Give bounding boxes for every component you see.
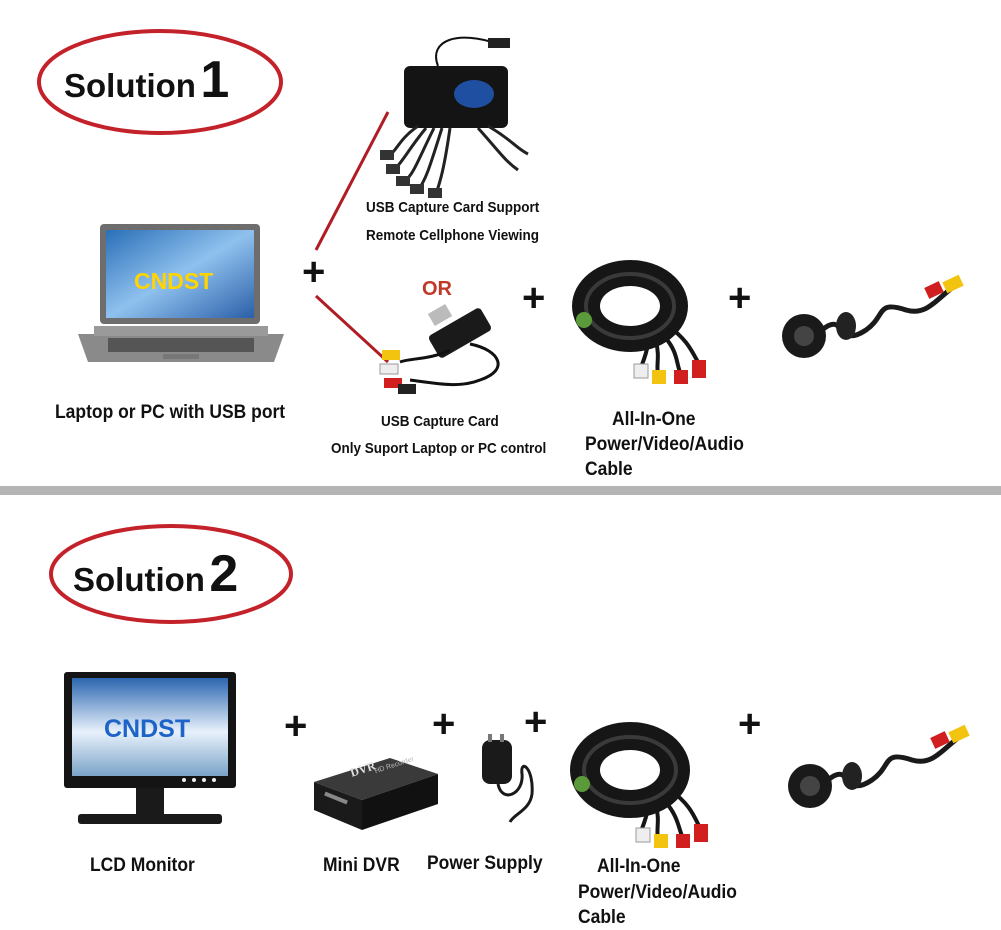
plus-sign: + — [738, 702, 762, 746]
solution1-badge-number: 1 — [200, 51, 230, 109]
pinhole-camera-icon — [788, 724, 970, 808]
monitor-screen-brand: CNDST — [104, 715, 191, 743]
lcd-monitor-icon — [64, 672, 236, 824]
cable-label-line3: Cable — [585, 459, 633, 480]
solution2-badge-word: Solution — [73, 561, 205, 598]
branch-lines — [314, 111, 390, 364]
usb-capture-card-icon — [379, 303, 500, 394]
plus-sign: + — [432, 702, 456, 746]
mini-dvr-icon — [314, 758, 438, 830]
laptop-screen-brand: CNDST — [134, 268, 214, 294]
plus-sign: + — [522, 276, 546, 320]
solution2-badge: Solution 2 — [73, 544, 238, 604]
power-supply-label: Power Supply — [427, 853, 543, 874]
usb-card-support-line2: Remote Cellphone Viewing — [366, 227, 540, 244]
laptop-label: Laptop or PC with USB port — [55, 402, 286, 423]
solution2-badge-number: 2 — [209, 545, 239, 603]
pinhole-camera-icon — [782, 274, 964, 358]
solution2-badge-ellipse — [49, 524, 293, 624]
or-text: OR — [422, 278, 452, 300]
power-adapter-icon — [482, 734, 534, 823]
usb-card-support-line1: USB Capture Card Support — [366, 199, 540, 216]
mini-dvr-label: Mini DVR — [323, 855, 400, 876]
cable-label-line1: All-In-One — [597, 856, 681, 877]
plus-sign: + — [302, 250, 326, 294]
laptop-icon — [78, 224, 284, 362]
cable-coil-icon — [572, 260, 706, 384]
plus-sign: + — [728, 276, 752, 320]
cable-label-line2: Power/Video/Audio — [578, 882, 737, 903]
section-divider — [0, 486, 1001, 495]
plus-sign: + — [284, 704, 308, 748]
cable-label-line1: All-In-One — [612, 409, 696, 430]
cable-label-line3: Cable — [578, 907, 626, 928]
plus-sign: + — [524, 700, 548, 744]
cable-label-line2: Power/Video/Audio — [585, 434, 744, 455]
solution1-badge: Solution 1 — [64, 50, 229, 110]
solution1-badge-word: Solution — [64, 67, 196, 104]
usb-capture-card-multi-icon — [380, 36, 529, 198]
usb-card-line1: USB Capture Card — [381, 413, 499, 430]
solution1-badge-ellipse — [37, 29, 283, 135]
lcd-monitor-label: LCD Monitor — [90, 855, 195, 876]
cable-coil-icon — [570, 722, 708, 848]
usb-card-line2: Only Suport Laptop or PC control — [331, 440, 547, 457]
